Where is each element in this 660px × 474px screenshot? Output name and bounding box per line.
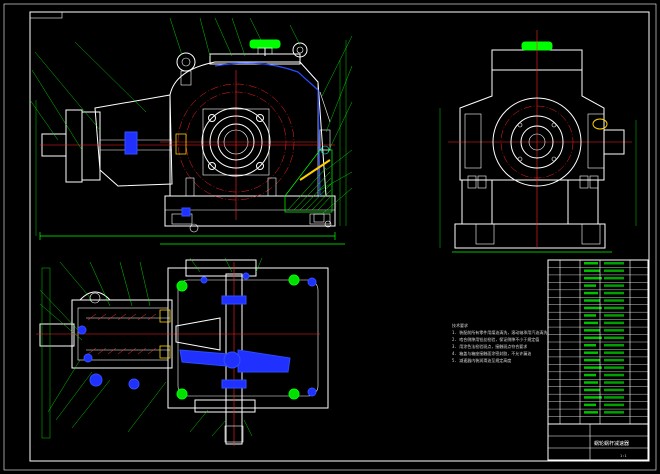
- parts-list-cell-mark: [604, 388, 624, 392]
- technical-notes: 技术要求 1. 装配前所有零件用煤油清洗，滚动轴承用汽油清洗 2. 啮合侧隙用铅…: [452, 322, 547, 363]
- technical-note-line: 3. 用涂色法检验斑点，接触斑点符合要求: [452, 343, 527, 349]
- parts-list-cell-mark: [604, 262, 624, 265]
- parts-list-cell-mark: [584, 336, 602, 340]
- parts-list-cell-mark: [584, 269, 600, 272]
- title-block: 蜗轮蜗杆减速器 1:1: [547, 259, 649, 461]
- parts-list-cell-mark: [604, 366, 624, 369]
- parts-list-cell-mark: [604, 306, 624, 310]
- parts-list-cell-mark: [584, 299, 600, 302]
- technical-note-line: 1. 装配前所有零件用煤油清洗，滚动轴承用汽油清洗: [452, 329, 547, 335]
- parts-list-cell-mark: [584, 276, 602, 280]
- technical-notes-heading: 技术要求: [452, 322, 468, 328]
- parts-list-cell-mark: [604, 351, 624, 354]
- title-block-scale: 1:1: [620, 454, 627, 458]
- parts-list-cell-mark: [604, 381, 624, 384]
- parts-list-cell-mark: [604, 403, 624, 407]
- parts-list-cell-mark: [604, 358, 624, 362]
- parts-list-cell-mark: [604, 276, 624, 280]
- parts-list-cell-mark: [604, 284, 624, 287]
- parts-list-cell-mark: [584, 314, 596, 317]
- parts-list-cell-mark: [584, 358, 600, 362]
- parts-list-cell-mark: [604, 291, 624, 295]
- parts-list-cell-mark: [584, 403, 596, 407]
- parts-list-cell-mark: [584, 411, 598, 414]
- parts-list-cell-mark: [584, 329, 600, 332]
- parts-list-cell-mark: [604, 336, 624, 340]
- parts-list-cell-mark: [584, 262, 598, 265]
- parts-list-cell-mark: [584, 344, 596, 347]
- technical-note-line: 2. 啮合侧隙用铅丝检验，保证侧隙不小于规定值: [452, 336, 539, 342]
- side-view: [439, 30, 637, 253]
- parts-list-cell-mark: [584, 396, 602, 399]
- parts-list-cell-mark: [584, 351, 598, 354]
- parts-list-cell-mark: [604, 396, 624, 399]
- parts-list-cell-mark: [604, 269, 624, 272]
- parts-list-cell-mark: [584, 366, 602, 369]
- parts-list-rows: [548, 262, 648, 417]
- technical-note-line: 4. 箱盖与箱座接触面涂密封胶，不允许漏油: [452, 350, 531, 356]
- drawing-frame: [3, 3, 657, 471]
- parts-list-cell-mark: [584, 388, 600, 392]
- parts-list-cell-mark: [604, 373, 624, 377]
- front-view: [29, 17, 353, 245]
- parts-list-cell-mark: [584, 373, 596, 377]
- parts-list-cell-mark: [584, 381, 598, 384]
- parts-list-cell-mark: [584, 306, 602, 310]
- parts-list-cell-mark: [604, 329, 624, 332]
- parts-list-cell-mark: [604, 344, 624, 347]
- parts-list-cell-mark: [604, 411, 624, 414]
- technical-note-line: 5. 减速器内装润滑油至规定高度: [452, 357, 511, 363]
- parts-list-cell-mark: [584, 321, 598, 325]
- top-section-view: [36, 257, 329, 446]
- parts-list-cell-mark: [604, 299, 624, 302]
- parts-list-cell-mark: [604, 321, 624, 325]
- parts-list-cell-mark: [604, 314, 624, 317]
- parts-list-cell-mark: [584, 284, 596, 287]
- title-block-drawing-name: 蜗轮蜗杆减速器: [594, 440, 629, 447]
- parts-list-cell-mark: [584, 291, 598, 295]
